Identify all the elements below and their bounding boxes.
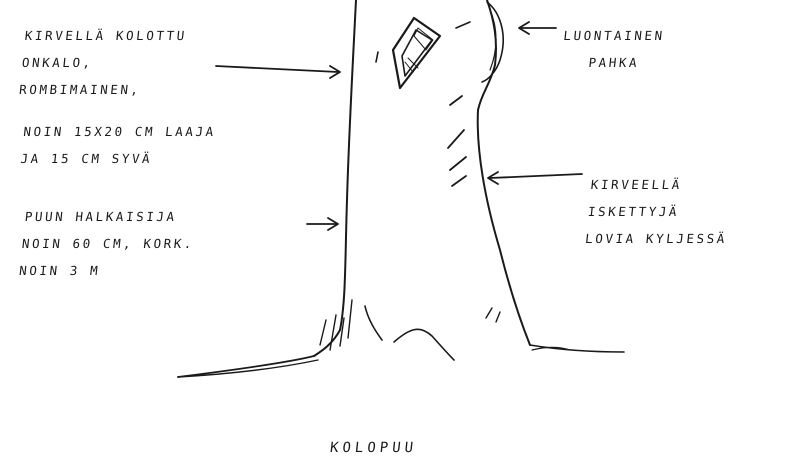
label-tree-size: PUUN HALKAISIJA NOIN 60 CM, KORK. NOIN 3… [18, 203, 199, 284]
bark-mark [376, 52, 378, 62]
label-line: ROMBIMAINEN, [18, 76, 183, 103]
base-strokes-right [486, 308, 500, 322]
axe-notch [450, 96, 462, 105]
label-line: NOIN 3 M [18, 257, 193, 284]
diagram-title: KOLOPUU [329, 440, 418, 456]
arrow-axe [490, 174, 582, 178]
label-line: ONKALO, [21, 49, 186, 76]
axe-notch [450, 157, 466, 170]
trunk-right-edge [478, 0, 530, 345]
cavity-outline [393, 18, 440, 88]
label-line: NOIN 60 CM, KORK. [21, 230, 196, 257]
trunk-left-edge [314, 0, 356, 356]
label-line: JA 15 CM SYVÄ [19, 145, 214, 172]
axe-notch [448, 130, 464, 148]
label-natural-hollow: LUONTAINEN PAHKA [559, 22, 666, 76]
root-mid [365, 306, 382, 340]
arrow-cavity [216, 66, 338, 72]
label-line: PAHKA [559, 49, 663, 76]
axe-notch [452, 176, 466, 186]
label-line: ISKETTYJÄ [587, 198, 732, 225]
label-line: KIRVEELLÄ [589, 171, 734, 198]
label-line: KIRVELLÄ KOLOTTU [23, 22, 188, 49]
base-strokes [320, 300, 352, 350]
root-left [178, 356, 314, 377]
label-line: LUONTAINEN [562, 22, 666, 49]
bark-mark [456, 22, 470, 28]
label-axe-marks: KIRVEELLÄ ISKETTYJÄ LOVIA KYLJESSÄ [584, 171, 734, 252]
label-cavity-size: NOIN 15X20 CM LAAJA JA 15 CM SYVÄ [19, 118, 217, 172]
root-mid-2 [394, 329, 454, 360]
root-right [530, 345, 624, 352]
label-line: NOIN 15X20 CM LAAJA [22, 118, 217, 145]
label-line: LOVIA KYLJESSÄ [584, 225, 729, 252]
label-cavity: KIRVELLÄ KOLOTTU ONKALO, ROMBIMAINEN, [18, 22, 189, 103]
label-line: PUUN HALKAISIJA [23, 203, 198, 230]
